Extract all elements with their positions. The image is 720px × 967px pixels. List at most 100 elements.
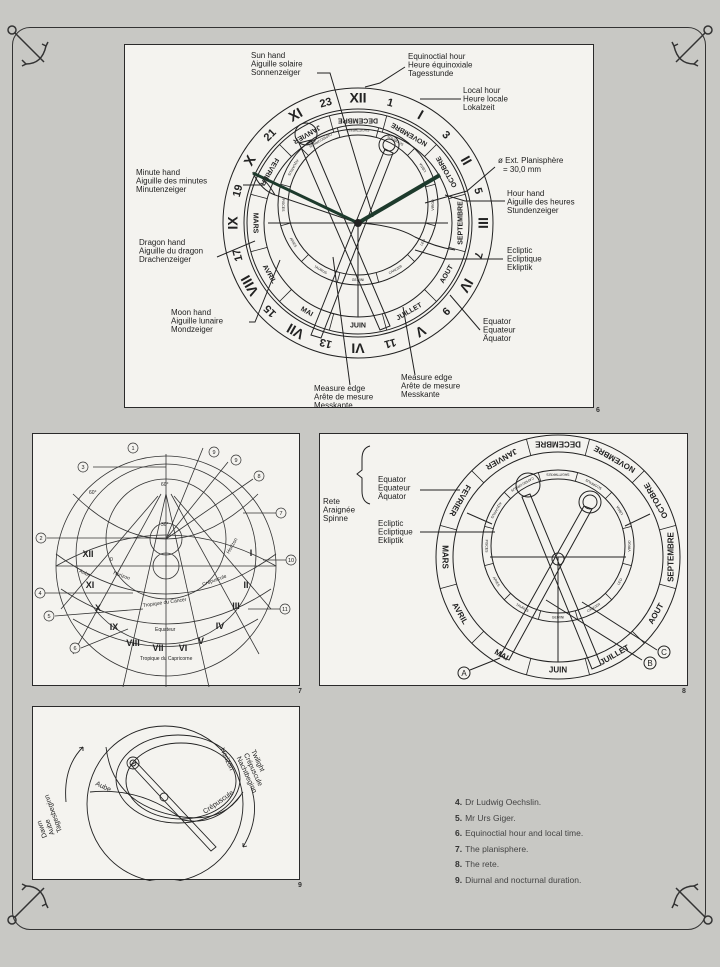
svg-text:ø Ext. Planisphère= 30,0 mm: ø Ext. Planisphère= 30,0 mm [498,156,564,174]
hour-ring-numeral: 9 [439,304,452,317]
ring-divider [440,525,457,531]
anchor-icon [671,883,713,925]
zodiac-label: SAGITTARIUS [346,128,370,132]
label-line: Drachenzeiger [139,255,191,264]
figure-7-planisphere: 60° 60° 30° 0 Horizon Horizon Aube Crépu… [32,433,300,687]
ring-divider [279,289,292,302]
label-line: Messkante [314,401,353,409]
ring-divider [605,593,613,601]
hour-ring-numeral: V [412,322,429,341]
ring-divider [605,491,613,499]
month-label: AVRIL [450,601,470,626]
figure-9-diurnal-duration: Horizon Aube Crépuscule TwilightCrépuscu… [32,706,300,881]
label-line: Heure équinoxiale [408,61,473,70]
label-measure-edge-right: Measure edge [401,373,453,382]
caption-item: 8.The rete. [455,857,583,873]
ring-divider [631,470,645,484]
label-ecliptic: Ecliptic [378,519,403,528]
altitude-0-label: 0 [110,557,113,563]
hour-ring-numeral: VIII [237,273,261,299]
month-label: MARS [440,545,449,569]
ring-divider [622,562,632,567]
hour-numeral: III [232,601,240,611]
label-line: Sun hand [251,51,285,60]
label-line: Ecliptique [378,528,413,537]
callout-circle [230,454,242,466]
caption-text: The rete. [465,859,500,869]
label-line: Aiguille lunaire [171,317,224,326]
label-line: Minutenzeiger [136,185,187,194]
month-label: JUIN [350,322,366,329]
ring-divider [503,593,511,601]
ring-divider [407,148,415,156]
ring-divider [279,144,292,157]
zodiac-label: PISCES [485,540,489,554]
month-label: SEPTEMBRE [667,531,676,581]
zodiac-label: PISCES [281,199,285,213]
ring-divider [537,610,542,620]
label-moon-hand: Moon hand [171,308,211,317]
label-ecliptic: Ecliptic [507,246,532,255]
ring-divider [381,313,388,331]
ring-divider [537,472,542,482]
hour-ring-numeral: 7 [471,251,484,260]
marker-a-circle [457,666,471,680]
caption-number: 9. [455,874,463,885]
callout-number: 1 [131,446,134,452]
caption-number: 4. [455,797,463,807]
callout-number: 6 [73,646,76,652]
zodiac-label: LEO [616,577,623,585]
ring-divider [328,115,335,133]
ring-divider [471,470,485,484]
ring-divider [659,583,676,589]
anchor-icon [671,25,713,67]
caption-text: The planisphere. [465,843,529,854]
zodiac-label: VIRGO [431,199,435,211]
svg-text:TwilightCrépusculeNachtbeginn: TwilightCrépusculeNachtbeginn [235,749,273,794]
ring-divider [280,183,291,188]
callout-number: 11 [282,607,288,613]
callout-circle [208,446,220,458]
label-line: Mondzeiger [171,325,213,334]
figure-number: 7 [298,688,302,695]
label-equator: Equator [483,317,511,326]
zodiac-label: VIRGO [627,540,631,552]
zodiac-label: CANCER [586,602,601,613]
hour-ring-numeral: I [415,107,426,123]
month-label: DECEMBRE [534,439,580,448]
zodiac-label: GEMINI [352,278,364,282]
ring-divider [440,583,457,589]
ring-divider [503,491,511,499]
caption-item: 9.Diurnal and nocturnal duration. [455,873,583,889]
hour-numeral: IV [216,621,225,631]
ring-divider [328,313,335,331]
ring-divider [574,472,579,482]
callout-circle [279,603,291,615]
ring-divider [584,439,590,456]
month-label: JUILLET [598,643,631,667]
caption-number: 8. [455,859,463,869]
label-line: Sonnenzeiger [251,68,301,77]
tropic-of-capricorn-label: Tropique du Capricorne [140,656,193,662]
ring-divider [375,272,380,283]
dusk-label: Crépuscule [202,574,228,588]
zodiac-label: LIBRA [615,504,624,515]
hour-ring-numeral: VI [351,340,364,356]
hour-ring-numeral: 1 [386,97,395,110]
zodiac-label: GEMINI [552,615,564,619]
callout-circle [285,554,297,566]
label-line: Äquator [378,492,406,501]
caption-item: 4.Dr Ludwig Oechslin. [455,795,583,811]
hour-ring-numeral: 23 [318,96,333,111]
month-label: MAI [299,306,314,319]
caption-number: 6. [455,828,463,838]
callout-circle [253,470,265,482]
caption-text: Mr Urs Giger. [465,812,516,823]
figure-number: 9 [298,882,302,889]
month-label: AOUT [646,601,665,625]
